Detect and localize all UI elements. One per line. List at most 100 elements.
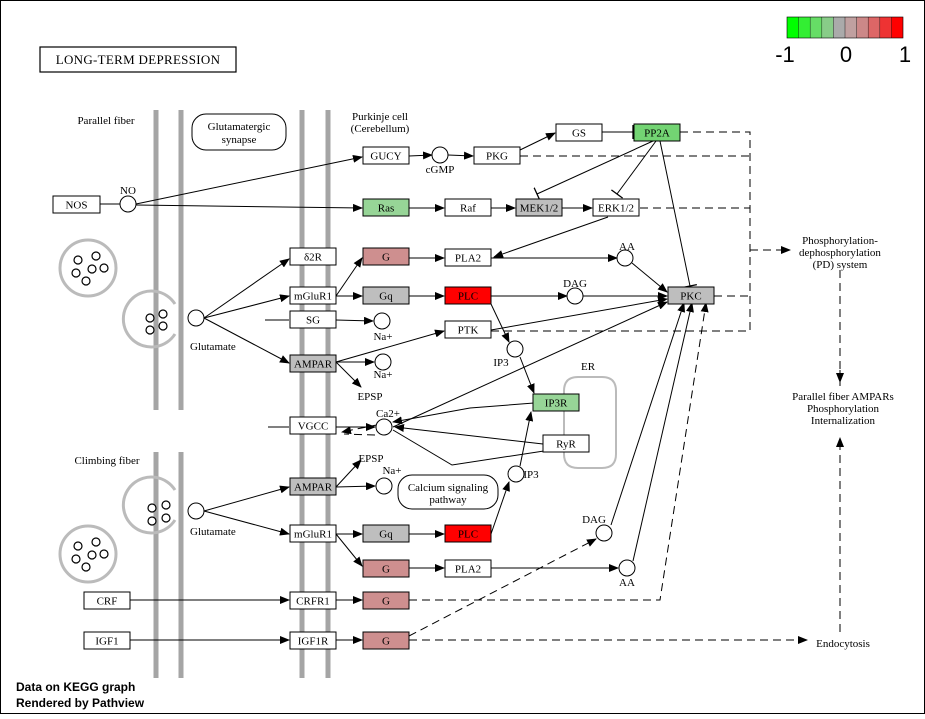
edge-arrow	[659, 140, 697, 289]
label-parallel-fiber: Parallel fiber	[77, 115, 134, 127]
gene-node-pla2_1[interactable]: PLA2	[444, 248, 492, 267]
gene-node-gs[interactable]: GS	[555, 123, 603, 142]
gene-node-pla2_2[interactable]: PLA2	[444, 559, 492, 578]
edge-indirect	[491, 250, 751, 332]
gene-node-vgcc[interactable]: VGCC	[289, 416, 337, 435]
gene-node-label: G	[382, 636, 390, 648]
pathway-title-text: LONG-TERM DEPRESSION	[56, 52, 221, 67]
gene-node-plc2[interactable]: PLC	[444, 524, 492, 543]
gene-node-g4[interactable]: G	[362, 631, 410, 650]
gene-node-ampar1[interactable]: AMPAR	[289, 354, 337, 373]
gene-node-g3[interactable]: G	[362, 591, 410, 610]
gene-node-ptk[interactable]: PTK	[444, 320, 492, 339]
edge-arrow	[490, 303, 510, 343]
edge-arrow	[493, 216, 609, 258]
edge-arrow	[335, 316, 374, 325]
gene-node-nos[interactable]: NOS	[52, 195, 101, 214]
gene-node-pkc[interactable]: PKC	[667, 286, 715, 305]
gene-node-label: NOS	[65, 200, 87, 212]
label-ca: Ca2+	[376, 408, 400, 420]
gene-node-label: ERK1/2	[598, 203, 634, 215]
gene-node-igf1r[interactable]: IGF1R	[289, 631, 337, 650]
label-na-3: Na+	[382, 465, 401, 477]
edge-arrow	[631, 262, 668, 293]
gene-node-label: AMPAR	[294, 359, 333, 371]
label-climbing-fiber: Climbing fiber	[74, 455, 139, 467]
gene-node-mek[interactable]: MEK1/2	[515, 198, 563, 217]
label-glutamatergic-1: Glutamatergic	[208, 121, 271, 133]
edge-arrow	[490, 296, 668, 331]
gene-node-ampar2[interactable]: AMPAR	[289, 477, 337, 496]
footer-line-2: Rendered by Pathview	[16, 696, 145, 710]
compound-node	[374, 353, 392, 371]
gene-node-erk[interactable]: ERK1/2	[592, 198, 640, 217]
compound-node	[375, 418, 393, 436]
legend-max-label: 1	[899, 42, 911, 67]
gene-nodes: NOS GUCY PKG GS PP2A Ras Raf MEK1/2 ERK1/2 δ2R G PL…	[52, 123, 715, 650]
gene-node-g2[interactable]: G	[362, 559, 410, 578]
gene-node-plc1[interactable]: PLC	[444, 286, 492, 305]
compound-node	[119, 195, 137, 213]
compound-node	[616, 249, 634, 267]
legend-swatch	[787, 17, 799, 38]
gene-node-pkg[interactable]: PKG	[473, 146, 521, 165]
gene-node-sg[interactable]: SG	[289, 310, 337, 329]
gene-node-pp2a[interactable]: PP2A	[633, 123, 681, 142]
gene-node-label: Gq	[379, 529, 393, 541]
gene-node-ras[interactable]: Ras	[362, 198, 410, 217]
pathway-title: LONG-TERM DEPRESSION	[39, 46, 237, 73]
label-glutamate-1: Glutamate	[190, 341, 236, 353]
gene-node-gq2[interactable]: Gq	[362, 524, 410, 543]
edge-arrow	[135, 154, 363, 205]
gene-node-mglur1_2[interactable]: mGluR1	[289, 524, 337, 543]
gene-node-label: G	[382, 596, 390, 608]
gene-node-crfr1[interactable]: CRFR1	[289, 591, 337, 610]
compound-node	[506, 340, 524, 358]
gene-node-label: G	[382, 564, 390, 576]
gene-node-gq1[interactable]: Gq	[362, 286, 410, 305]
label-no: NO	[120, 185, 136, 197]
label-purkinje-1: Purkinje cell	[352, 111, 408, 123]
edge-arrow	[408, 151, 433, 160]
gene-node-ip3r[interactable]: IP3R	[532, 393, 580, 412]
gene-node-label: CRF	[97, 596, 118, 608]
label-pd-2: dephosphorylation	[799, 247, 881, 259]
gene-node-gucy[interactable]: GUCY	[362, 146, 410, 165]
gene-node-label: Ras	[378, 203, 395, 215]
edge-indirect	[343, 433, 376, 436]
rounded-boxes	[191, 113, 499, 510]
legend-swatch	[868, 17, 880, 38]
edge-arrow	[203, 317, 290, 364]
label-dag-1: DAG	[563, 278, 587, 290]
vesicles	[58, 238, 617, 584]
gene-node-crf[interactable]: CRF	[83, 591, 131, 610]
gene-node-igf1[interactable]: IGF1	[83, 631, 131, 650]
gene-node-mglur1_1[interactable]: mGluR1	[289, 286, 337, 305]
compound-node	[187, 502, 205, 520]
edge-arrow	[203, 258, 290, 319]
gene-node-label: VGCC	[298, 421, 329, 433]
edge-arrow	[519, 356, 535, 394]
gene-node-label: PLA2	[455, 253, 481, 265]
gene-node-ryr[interactable]: RyR	[542, 434, 590, 453]
gene-node-raf[interactable]: Raf	[444, 198, 492, 217]
compound-node	[595, 524, 613, 542]
compound-node	[187, 309, 205, 327]
edge-arrow	[490, 481, 510, 535]
edge-arrow	[447, 151, 474, 160]
label-dag-2: DAG	[582, 514, 606, 526]
label-pf-1: Parallel fiber AMPARs	[792, 391, 894, 403]
edge-arrow	[610, 302, 685, 526]
membranes	[153, 110, 331, 678]
gene-node-label: PTK	[458, 325, 479, 337]
compound-node	[566, 287, 584, 305]
edge-arrow	[335, 482, 376, 491]
gene-node-d2r[interactable]: δ2R	[289, 247, 337, 266]
edge-arrow	[335, 459, 362, 488]
label-er: ER	[581, 361, 596, 373]
gene-node-label: AMPAR	[294, 482, 333, 494]
gene-node-g1[interactable]: G	[362, 247, 410, 266]
